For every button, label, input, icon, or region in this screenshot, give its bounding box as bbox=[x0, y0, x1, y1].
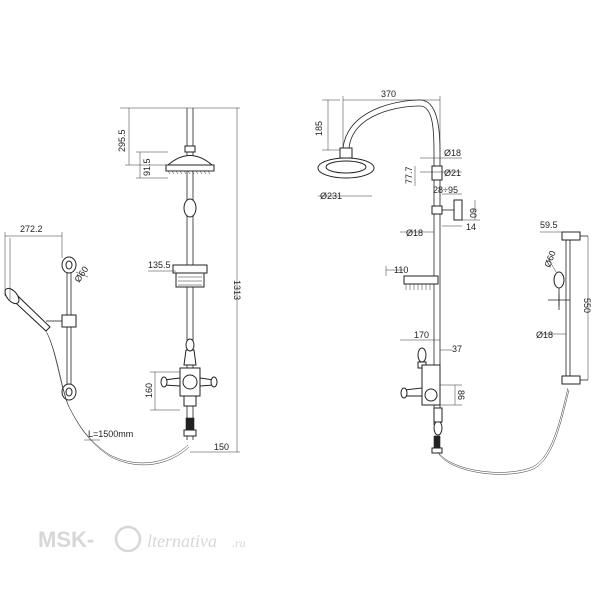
dim-135: 135.5 bbox=[148, 260, 171, 270]
watermark-brand-right: lternativa bbox=[147, 531, 217, 551]
dim-550: 550 bbox=[582, 298, 592, 313]
watermark: MSK- lternativa .ru bbox=[38, 525, 246, 553]
dim-272: 272.2 bbox=[20, 224, 43, 234]
right-handshower-assembly bbox=[540, 231, 589, 385]
dim-1313: 1313 bbox=[232, 280, 242, 300]
dim-14: 14 bbox=[466, 222, 476, 232]
dim-37: 37 bbox=[452, 344, 462, 354]
dim-150: 150 bbox=[214, 442, 229, 452]
dim-dia18-right: Ø18 bbox=[536, 330, 553, 340]
dim-170: 170 bbox=[414, 330, 429, 340]
watermark-at-logo bbox=[114, 525, 142, 553]
dim-dia60-right: Ø60 bbox=[542, 249, 557, 268]
dim-185: 185 bbox=[314, 121, 324, 136]
left-shower-column bbox=[120, 107, 240, 453]
left-handshower-assembly bbox=[4, 232, 190, 466]
hose-length-label: L=1500mm bbox=[88, 429, 133, 439]
dim-295: 295.5 bbox=[117, 129, 127, 152]
dim-dia231: Ø231 bbox=[320, 191, 342, 201]
dim-77: 77.7 bbox=[404, 166, 414, 184]
dim-86: 86 bbox=[456, 390, 466, 400]
watermark-tld: .ru bbox=[232, 536, 246, 550]
dim-59: 59.5 bbox=[540, 220, 558, 230]
dim-dia18-top: Ø18 bbox=[444, 148, 461, 158]
dim-28-95: 28÷95 bbox=[433, 185, 458, 195]
dim-dia18-mid: Ø18 bbox=[406, 228, 423, 238]
dim-160: 160 bbox=[144, 383, 154, 398]
dim-370: 370 bbox=[381, 89, 396, 99]
watermark-brand-left: MSK- bbox=[38, 527, 94, 552]
dim-91: 91.5 bbox=[142, 158, 152, 176]
dim-60-right: 60 bbox=[468, 208, 478, 218]
dim-dia21: Ø21 bbox=[444, 168, 461, 178]
dim-110: 110 bbox=[394, 265, 408, 275]
